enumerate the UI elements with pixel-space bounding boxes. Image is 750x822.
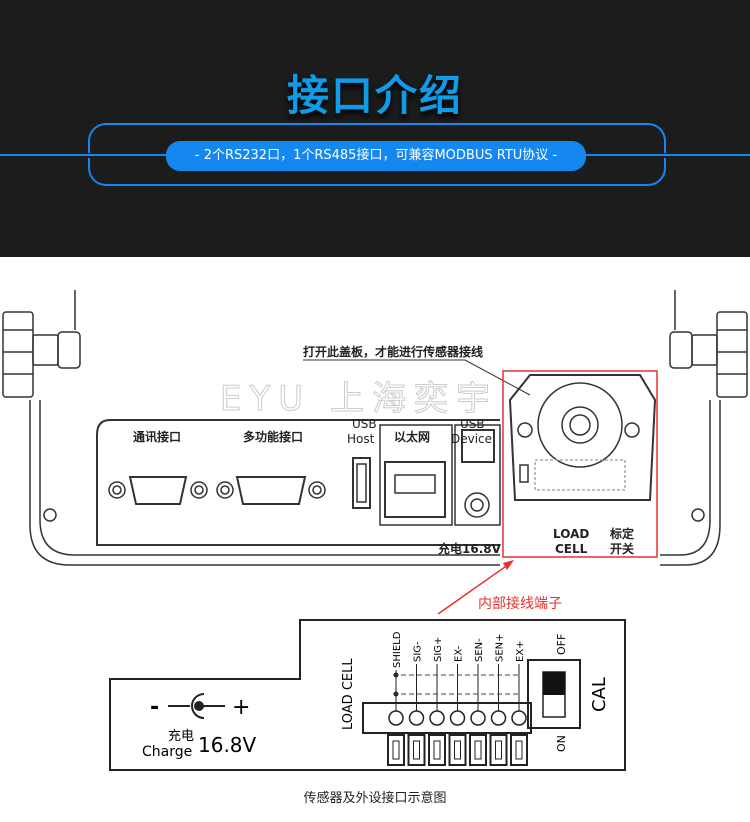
terminal-pin-senminus: SEN-	[469, 638, 487, 766]
terminal-pin-shield: SHIELD	[387, 631, 405, 766]
interface-diagram: 打开此盖板，才能进行传感器接线 EYU 上海奕宇 通讯接口 多功能接口 USB …	[2, 290, 748, 771]
device-shell	[29, 290, 721, 566]
frame-top	[88, 123, 666, 153]
label-usb-host: USB	[352, 417, 377, 431]
terminal-pin-exminus: EX-	[448, 645, 467, 766]
cal-dip-switch	[527, 659, 581, 729]
switch-off-label: OFF	[555, 634, 568, 655]
divider-right	[586, 154, 750, 156]
load-cell-highlight	[502, 370, 658, 558]
switch-on-label: ON	[555, 735, 568, 752]
sensor-cover	[508, 374, 657, 501]
left-knob	[2, 311, 81, 398]
label-load-cell: LOAD	[553, 527, 589, 541]
pin-label: SHIELD	[392, 631, 403, 668]
cover-note: 打开此盖板，才能进行传感器接线	[303, 344, 483, 359]
label-comm-port: 通讯接口	[133, 429, 181, 444]
label-multi-port: 多功能接口	[243, 429, 303, 444]
diagram-caption: 传感器及外设接口示意图	[303, 791, 447, 806]
label-charge: 充电16.8V	[438, 541, 502, 556]
plus-sign: +	[232, 695, 250, 720]
load-cell-label: LOAD CELL	[341, 658, 356, 730]
ethernet-port	[379, 424, 453, 526]
db9-port	[108, 476, 208, 505]
label-usb-device-2: Device	[451, 432, 492, 446]
label-usb-device: USB	[460, 417, 485, 431]
page-title: 接口介绍	[286, 71, 463, 120]
terminal-pin-explus: EX+	[510, 640, 528, 766]
frame-bottom	[88, 158, 666, 186]
pin-label: SEN+	[495, 633, 506, 662]
header-banner: 接口介绍 - 2个RS232口，1个RS485接口，可兼容MODBUS RTU协…	[0, 0, 750, 257]
divider-left	[0, 154, 166, 156]
pin-label: SIG+	[433, 637, 444, 662]
terminal-pin-senplus: SEN+	[489, 633, 508, 766]
subtitle-pill: - 2个RS232口，1个RS485接口，可兼容MODBUS RTU协议 -	[166, 141, 586, 171]
watermark: EYU 上海奕宇	[220, 379, 498, 419]
minus-sign: -	[150, 695, 159, 720]
charge-en: Charge	[142, 744, 192, 760]
usb-host-port	[352, 457, 371, 509]
pin-label: SEN-	[474, 638, 485, 662]
pin-label: SIG-	[413, 641, 424, 662]
terminal-board	[109, 619, 626, 771]
charge-cn: 充电	[168, 728, 194, 744]
cal-label: CAL	[589, 677, 610, 712]
port-panel	[96, 419, 500, 546]
pin-label: EX+	[515, 640, 526, 662]
db15-port	[216, 476, 326, 505]
charge-voltage: 16.8V	[198, 733, 257, 757]
pin-label: EX-	[454, 645, 465, 662]
label-usb-host-2: Host	[347, 432, 375, 446]
label-cal-switch-2: 开关	[610, 541, 634, 556]
dc-jack-symbol	[168, 693, 225, 719]
right-knob	[669, 311, 748, 398]
usb-device-port	[454, 424, 501, 526]
label-load-cell-2: CELL	[555, 542, 588, 556]
callout-label: 内部接线端子	[478, 595, 562, 612]
label-ethernet: 以太网	[394, 429, 430, 444]
label-cal-switch: 标定	[609, 526, 634, 541]
terminal-pin-sigplus: SIG+	[428, 637, 446, 766]
